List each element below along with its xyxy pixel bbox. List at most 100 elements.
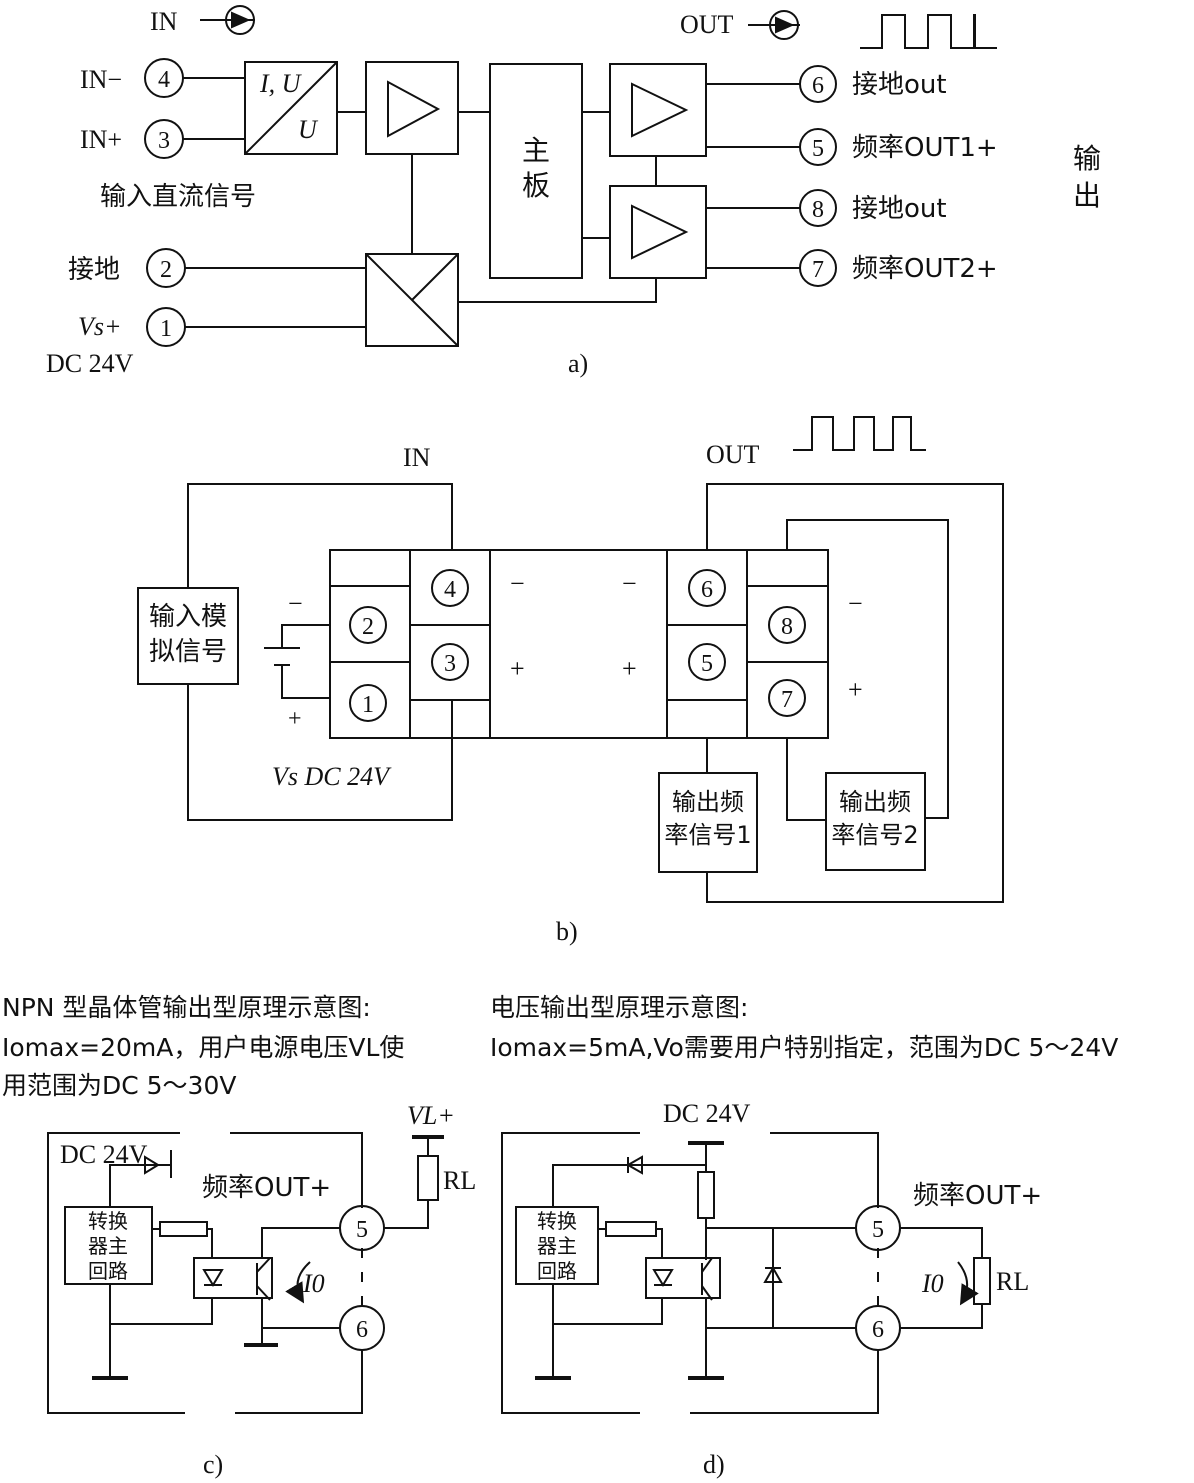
b-battery-minus: − xyxy=(288,589,303,618)
c-main-circuit-label: 转换 xyxy=(88,1209,128,1233)
a-pin-number: 4 xyxy=(158,67,170,93)
a-out-label: 频率OUT1+ xyxy=(852,133,998,163)
a-out-pin-8 xyxy=(799,189,837,227)
b-output-box-1-label: 输出频 xyxy=(672,788,744,816)
b-sign: + xyxy=(510,654,525,683)
b-terminal-7 xyxy=(768,679,806,717)
a-converter-top: I, U xyxy=(259,69,303,98)
b-output-box-2-label: 输出频 xyxy=(839,788,911,816)
a-pin-number: 2 xyxy=(160,257,172,283)
a-pin-number: 3 xyxy=(158,128,170,154)
d-supply-label: DC 24V xyxy=(663,1099,751,1128)
b-sign: − xyxy=(622,569,637,598)
d-optocoupler-box xyxy=(645,1257,721,1299)
a-output-group-label: 输 xyxy=(1073,142,1101,175)
d-current-arrow-icon xyxy=(957,1261,979,1306)
a-output-group-label: 出 xyxy=(1073,179,1101,212)
b-terminal-number: 6 xyxy=(701,577,713,603)
d-title: 电压输出型原理示意图: xyxy=(490,993,748,1022)
a-converter-box xyxy=(244,61,338,155)
c-rl-resistor-icon xyxy=(417,1155,439,1201)
c-resistor-icon xyxy=(159,1221,208,1237)
b-terminal-number: 1 xyxy=(362,692,374,718)
a-out-label: 频率OUT2+ xyxy=(852,254,998,284)
c-vl-label: VL+ xyxy=(407,1101,455,1130)
c-desc: 用范围为DC 5～30V xyxy=(2,1071,236,1100)
a-out-label: 接地out xyxy=(852,194,947,224)
c-main-circuit-box xyxy=(64,1206,153,1285)
b-sign: + xyxy=(848,675,863,704)
c-title: NPN 型晶体管输出型原理示意图: xyxy=(2,993,371,1022)
panel-c: NPN 型晶体管输出型原理示意图: Iomax=20mA，用户电源电压VL使 用… xyxy=(2,993,476,1479)
d-pin-number: 6 xyxy=(872,1317,884,1343)
c-optocoupler-box xyxy=(193,1257,273,1299)
a-out-pin-5 xyxy=(799,128,837,166)
b-terminal-number: 7 xyxy=(781,687,793,713)
panel-a: IN OUT IN− 4 IN+ 3 输入直流信号 接地 2 Vs+ 1 xyxy=(46,5,1101,378)
c-current-arrow-icon xyxy=(285,1261,311,1304)
d-rl-label: RL xyxy=(996,1267,1029,1296)
d-main-circuit-label: 器主 xyxy=(537,1234,577,1258)
b-terminal-4 xyxy=(431,569,469,607)
b-sign: − xyxy=(848,589,863,618)
d-current-label: I0 xyxy=(921,1269,944,1298)
a-out-arrow-icon xyxy=(748,10,800,40)
b-terminal-6 xyxy=(688,569,726,607)
d-pin-number: 5 xyxy=(872,1217,884,1243)
b-input-box xyxy=(137,587,239,685)
d-main-circuit-label: 转换 xyxy=(537,1209,577,1233)
a-out-pin-number: 6 xyxy=(812,73,824,99)
b-output-box-1-label: 率信号1 xyxy=(664,821,751,849)
b-in-label: IN xyxy=(403,443,431,472)
d-diode-icon xyxy=(625,1155,643,1175)
a-out-pin-number: 7 xyxy=(812,257,824,283)
b-terminal-number: 5 xyxy=(701,651,713,677)
c-rl-label: RL xyxy=(443,1166,476,1195)
b-terminal-number: 2 xyxy=(362,614,374,640)
d-led-icon xyxy=(652,1269,674,1287)
a-pin-label: Vs+ xyxy=(78,312,122,341)
c-pin-number: 6 xyxy=(356,1317,368,1343)
c-current-label: I0 xyxy=(302,1269,325,1298)
a-mainboard-label: 主 xyxy=(522,134,550,167)
a-in-label: IN xyxy=(150,7,178,36)
a-pin-label: 接地 xyxy=(68,255,120,285)
b-battery-plus: + xyxy=(288,706,302,732)
a-mainboard-box xyxy=(489,63,583,279)
b-sign: + xyxy=(622,654,637,683)
a-caption: a) xyxy=(568,349,588,378)
b-supply-label: Vs DC 24V xyxy=(272,762,392,791)
b-output-box-2 xyxy=(825,772,926,871)
b-terminal-8 xyxy=(768,606,806,644)
a-amplifier-out-2-icon xyxy=(631,204,689,260)
a-amplifier-out-1-icon xyxy=(631,82,689,138)
b-terminal-number: 4 xyxy=(444,577,456,603)
b-terminal-number: 3 xyxy=(444,651,456,677)
b-caption: b) xyxy=(556,917,578,946)
a-out-pin-6 xyxy=(799,65,837,103)
c-desc: Iomax=20mA，用户电源电压VL使 xyxy=(2,1033,404,1062)
b-input-box-label: 拟信号 xyxy=(149,637,227,667)
b-terminal-3 xyxy=(431,643,469,681)
a-out-label: 接地out xyxy=(852,70,947,100)
b-terminal-5 xyxy=(688,643,726,681)
b-terminal-1 xyxy=(349,684,387,722)
b-output-box-2-label: 率信号2 xyxy=(831,821,918,849)
c-pin-6 xyxy=(339,1305,385,1351)
d-out-label: 频率OUT+ xyxy=(913,1181,1042,1211)
a-out-pin-number: 5 xyxy=(812,136,824,162)
a-mainboard-label: 板 xyxy=(522,169,550,202)
d-main-circuit-box xyxy=(515,1206,599,1285)
d-zener-icon xyxy=(763,1265,783,1283)
c-pin-number: 5 xyxy=(356,1217,368,1243)
a-out-pin-number: 8 xyxy=(812,197,824,223)
c-led-icon xyxy=(202,1269,224,1287)
b-out-label: OUT xyxy=(706,440,760,469)
a-pin-label: IN− xyxy=(80,65,122,94)
panel-b: IN OUT 输入模 拟信号 − + Vs DC 24V 4 xyxy=(137,416,1004,946)
b-terminal-number: 8 xyxy=(781,614,793,640)
d-caption: d) xyxy=(703,1450,725,1479)
a-pin-label: IN+ xyxy=(80,125,122,154)
c-caption: c) xyxy=(203,1450,223,1479)
